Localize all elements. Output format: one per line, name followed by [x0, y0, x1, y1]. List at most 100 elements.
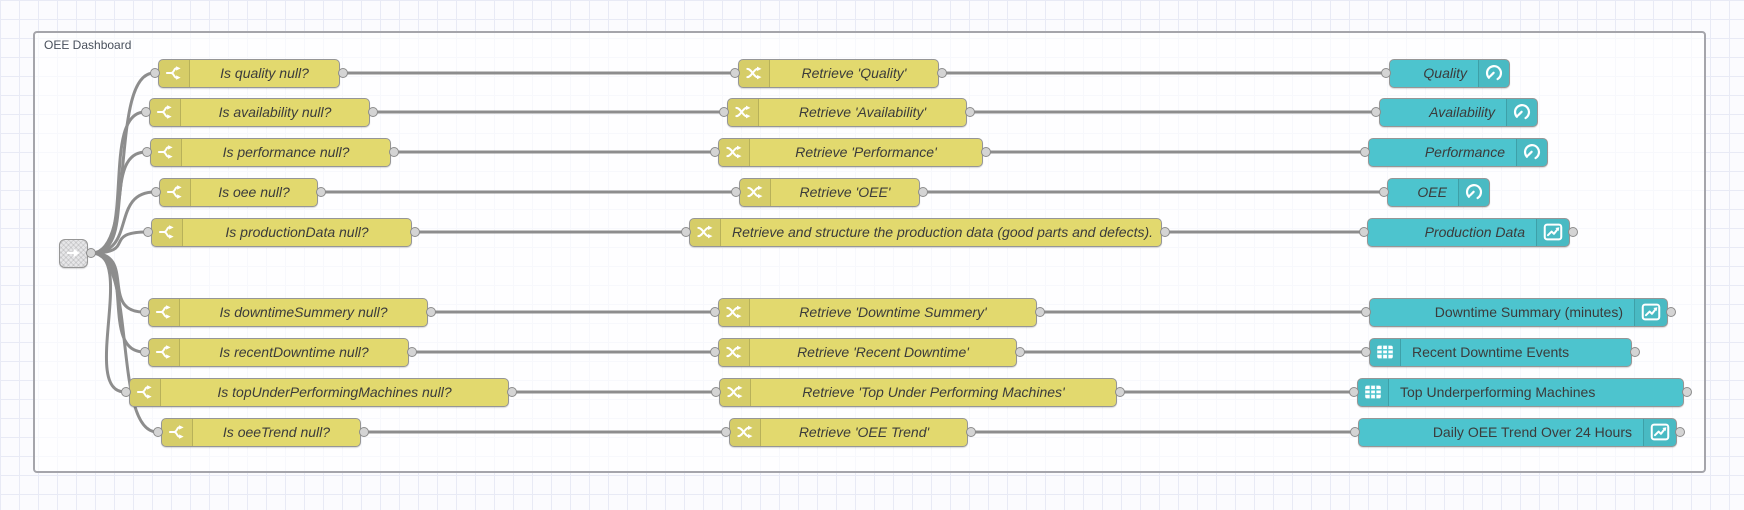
node-switch-s1[interactable]: Is quality null?: [150, 58, 348, 88]
input-port[interactable]: [1361, 307, 1371, 317]
output-port[interactable]: [338, 68, 348, 78]
output-port[interactable]: [1015, 347, 1025, 357]
node-gauge-u1[interactable]: Quality: [1381, 58, 1510, 88]
output-port[interactable]: [1675, 427, 1685, 437]
output-port[interactable]: [368, 107, 378, 117]
output-port[interactable]: [937, 68, 947, 78]
node-change-c4[interactable]: Retrieve 'OEE': [731, 177, 928, 207]
input-port[interactable]: [140, 307, 150, 317]
output-port[interactable]: [1035, 307, 1045, 317]
node-chart-u9[interactable]: Daily OEE Trend Over 24 Hours: [1350, 417, 1685, 447]
node-switch-s8[interactable]: Is topUnderPerformingMachines null?: [121, 377, 517, 407]
node-switch-s3[interactable]: Is performance null?: [142, 137, 399, 167]
input-port[interactable]: [150, 68, 160, 78]
output-port[interactable]: [426, 307, 436, 317]
input-port[interactable]: [1360, 147, 1370, 157]
link-in-icon: [59, 243, 88, 263]
input-port[interactable]: [711, 387, 721, 397]
input-port[interactable]: [142, 147, 152, 157]
input-port[interactable]: [710, 347, 720, 357]
output-port[interactable]: [316, 187, 326, 197]
input-port[interactable]: [1361, 347, 1371, 357]
input-port[interactable]: [730, 68, 740, 78]
output-port[interactable]: [507, 387, 517, 397]
wire-L-s5[interactable]: [91, 230, 148, 255]
node-switch-s2[interactable]: Is availability null?: [141, 97, 378, 127]
input-port[interactable]: [681, 227, 691, 237]
change-icon: [739, 59, 770, 87]
switch-icon: [149, 298, 180, 326]
node-label: Performance: [1424, 143, 1505, 160]
input-port[interactable]: [719, 107, 729, 117]
node-switch-s9[interactable]: Is oeeTrend null?: [153, 417, 369, 447]
input-port[interactable]: [153, 427, 163, 437]
node-change-c2[interactable]: Retrieve 'Availability': [719, 97, 975, 127]
gauge-icon: [1506, 98, 1537, 126]
output-port[interactable]: [407, 347, 417, 357]
wire-L-s9[interactable]: [91, 251, 158, 434]
input-port[interactable]: [710, 307, 720, 317]
output-port[interactable]: [410, 227, 420, 237]
node-switch-s6[interactable]: Is downtimeSummery null?: [140, 297, 436, 327]
node-label: Is availability null?: [218, 103, 332, 120]
node-label: Retrieve 'Availability': [798, 103, 927, 120]
output-port[interactable]: [1115, 387, 1125, 397]
node-gauge-u2[interactable]: Availability: [1371, 97, 1538, 127]
node-switch-s5[interactable]: Is productionData null?: [143, 217, 420, 247]
node-table-u7[interactable]: Recent Downtime Events: [1361, 337, 1640, 367]
input-port[interactable]: [151, 187, 161, 197]
chart-icon: [1536, 218, 1569, 246]
gauge-icon: [1478, 59, 1509, 87]
input-port[interactable]: [1371, 107, 1381, 117]
input-port[interactable]: [121, 387, 131, 397]
output-port[interactable]: [981, 147, 991, 157]
switch-icon: [152, 218, 183, 246]
node-change-c1[interactable]: Retrieve 'Quality': [730, 58, 947, 88]
input-port[interactable]: [721, 427, 731, 437]
node-switch-s4[interactable]: Is oee null?: [151, 177, 326, 207]
input-port[interactable]: [710, 147, 720, 157]
wire-L-s3[interactable]: [91, 150, 147, 255]
node-chart-u6[interactable]: Downtime Summary (minutes): [1361, 297, 1676, 327]
chart-icon: [1643, 418, 1676, 446]
node-change-c3[interactable]: Retrieve 'Performance': [710, 137, 991, 167]
wire-L-s4[interactable]: [91, 190, 156, 255]
node-change-c6[interactable]: Retrieve 'Downtime Summery': [710, 297, 1045, 327]
output-port[interactable]: [1630, 347, 1640, 357]
node-change-c9[interactable]: Retrieve 'OEE Trend': [721, 417, 976, 447]
input-port[interactable]: [1350, 427, 1360, 437]
output-port[interactable]: [1160, 227, 1170, 237]
output-port[interactable]: [966, 427, 976, 437]
node-gauge-u3[interactable]: Performance: [1360, 137, 1548, 167]
input-port[interactable]: [1349, 387, 1359, 397]
output-port[interactable]: [965, 107, 975, 117]
input-port[interactable]: [731, 187, 741, 197]
input-port[interactable]: [140, 347, 150, 357]
output-port[interactable]: [918, 187, 928, 197]
change-icon: [719, 298, 750, 326]
switch-icon: [159, 59, 190, 87]
node-gauge-u4[interactable]: OEE: [1379, 177, 1490, 207]
input-port[interactable]: [1381, 68, 1391, 78]
node-table-u8[interactable]: Top Underperforming Machines: [1349, 377, 1692, 407]
input-port[interactable]: [1359, 227, 1369, 237]
node-change-c7[interactable]: Retrieve 'Recent Downtime': [710, 337, 1025, 367]
node-switch-s7[interactable]: Is recentDowntime null?: [140, 337, 417, 367]
output-port[interactable]: [389, 147, 399, 157]
input-port[interactable]: [143, 227, 153, 237]
node-label: Retrieve 'Quality': [801, 64, 907, 81]
gauge-icon: [1516, 138, 1547, 166]
output-port[interactable]: [86, 248, 96, 258]
output-port[interactable]: [1666, 307, 1676, 317]
output-port[interactable]: [1682, 387, 1692, 397]
switch-icon: [150, 98, 181, 126]
output-port[interactable]: [1568, 227, 1578, 237]
node-link-in[interactable]: [59, 238, 96, 268]
input-port[interactable]: [1379, 187, 1389, 197]
node-change-c5[interactable]: Retrieve and structure the production da…: [681, 217, 1170, 247]
input-port[interactable]: [141, 107, 151, 117]
output-port[interactable]: [359, 427, 369, 437]
node-chart-u5[interactable]: Production Data: [1359, 217, 1578, 247]
node-change-c8[interactable]: Retrieve 'Top Under Performing Machines': [711, 377, 1125, 407]
